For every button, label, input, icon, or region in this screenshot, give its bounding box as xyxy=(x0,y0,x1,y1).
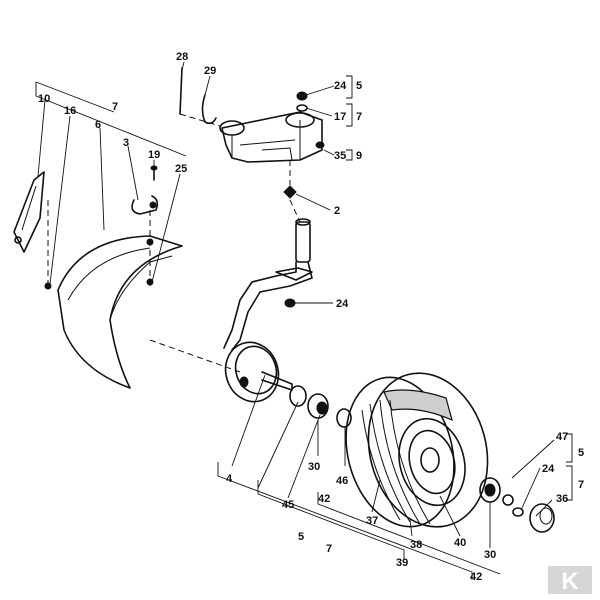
callout-37: 37 xyxy=(366,515,378,527)
callout-9: 9 xyxy=(356,150,362,162)
guard-strip xyxy=(13,171,45,253)
callout-38: 38 xyxy=(410,539,422,551)
callout-36: 36 xyxy=(556,493,568,505)
callout-7-right: 7 xyxy=(578,479,584,491)
callout-16: 16 xyxy=(64,105,76,117)
assembly-axis-lines xyxy=(47,120,301,373)
callout-labels: 28 29 7 10 16 6 3 19 25 24 5 17 7 35 9 2… xyxy=(38,51,584,583)
callout-35: 35 xyxy=(334,150,346,162)
callout-46: 46 xyxy=(336,475,348,487)
callout-24-mid: 24 xyxy=(336,298,349,310)
callout-29: 29 xyxy=(204,65,216,77)
hub-cap xyxy=(529,503,555,533)
callout-3: 3 xyxy=(123,137,129,149)
fork-yoke xyxy=(219,111,325,163)
callout-2: 2 xyxy=(334,205,340,217)
callout-24-right: 24 xyxy=(542,463,555,475)
callout-5-right: 5 xyxy=(578,447,584,459)
callout-30-right: 30 xyxy=(484,549,496,561)
callout-45: 45 xyxy=(282,499,294,511)
callout-24-top: 24 xyxy=(334,80,347,92)
wheel-tyre xyxy=(345,372,489,528)
bracket-bolt xyxy=(131,165,159,215)
callout-4: 4 xyxy=(226,473,233,485)
callout-25: 25 xyxy=(175,163,187,175)
callout-39: 39 xyxy=(396,557,408,569)
callout-7-bottom: 7 xyxy=(326,543,332,555)
callout-6: 6 xyxy=(95,119,101,131)
caster-arm xyxy=(223,261,333,351)
callout-10: 10 xyxy=(38,93,50,105)
corner-logo: K xyxy=(548,566,592,595)
callout-17: 17 xyxy=(334,111,346,123)
callout-42-left: 42 xyxy=(318,493,330,505)
logo-letter: K xyxy=(561,568,579,595)
hub-disc xyxy=(224,341,293,403)
callout-5-top: 5 xyxy=(356,80,362,92)
callout-47: 47 xyxy=(556,431,568,443)
pin-and-clip xyxy=(179,67,221,127)
callout-7-top: 7 xyxy=(112,101,118,113)
callout-7-right-top: 7 xyxy=(356,111,362,123)
callout-19: 19 xyxy=(148,149,160,161)
callout-28: 28 xyxy=(176,51,188,63)
leader-lines xyxy=(35,61,573,580)
callout-30-left: 30 xyxy=(308,461,320,473)
callout-5-bottom: 5 xyxy=(298,531,304,543)
yoke-fasteners xyxy=(296,85,335,156)
stem-pin xyxy=(283,160,331,263)
callout-40: 40 xyxy=(454,537,466,549)
callout-42-right: 42 xyxy=(470,571,482,583)
fender xyxy=(57,235,183,389)
